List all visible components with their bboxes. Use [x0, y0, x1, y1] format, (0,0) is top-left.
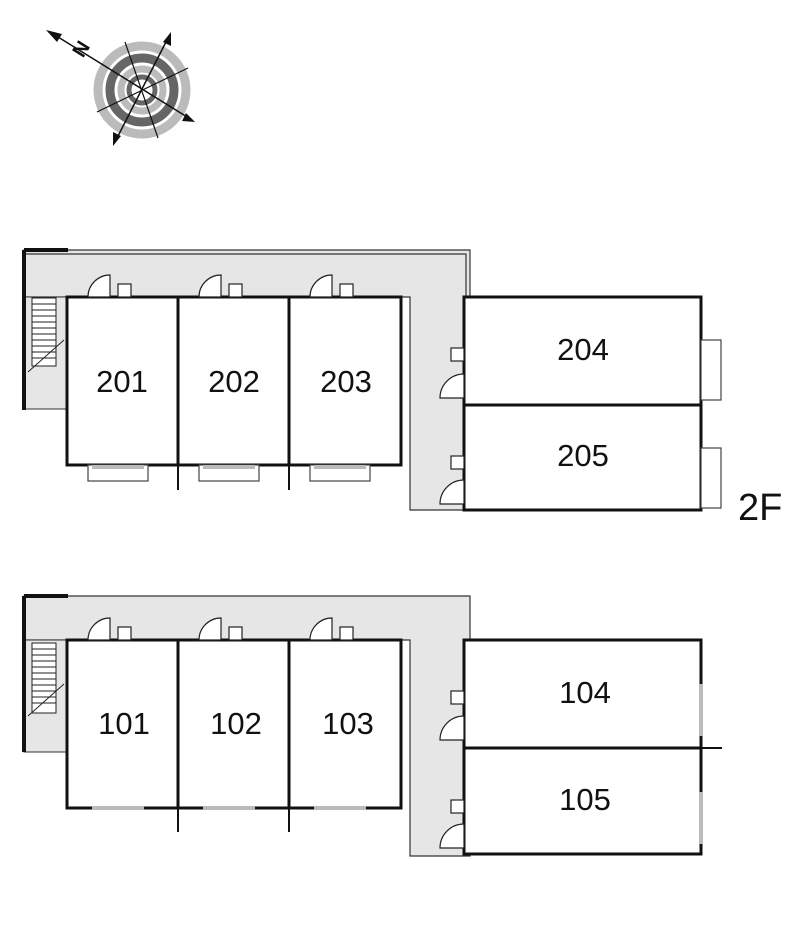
- room-201: [65, 295, 180, 467]
- room-label-203: 203: [320, 364, 372, 399]
- door-101: [87, 617, 132, 641]
- room-label-101: 101: [98, 706, 150, 741]
- room-102: [176, 638, 291, 810]
- room-204: [462, 295, 703, 407]
- room-label-102: 102: [210, 706, 262, 741]
- room-label-205: 205: [557, 438, 609, 473]
- balcony-205: [700, 447, 722, 509]
- room-103: [287, 638, 403, 810]
- door-201: [87, 274, 132, 298]
- door-202: [198, 274, 243, 298]
- room-label-104: 104: [559, 675, 611, 710]
- balcony-204: [700, 339, 722, 401]
- door-204: [439, 347, 465, 399]
- staircase-2f: [27, 297, 65, 373]
- room-label-103: 103: [322, 706, 374, 741]
- room-label-204: 204: [557, 332, 609, 367]
- staircase-1f: [27, 642, 65, 717]
- room-205: [462, 403, 703, 512]
- door-102: [198, 617, 243, 641]
- door-105: [439, 799, 465, 849]
- room-label-201: 201: [96, 364, 148, 399]
- floor-2f: 201 202 203 204 205 2F: [22, 248, 782, 529]
- door-103: [309, 617, 354, 641]
- door-205: [439, 455, 465, 505]
- floor-1f: 101 102 103 104 105: [22, 594, 722, 857]
- room-104: [462, 638, 703, 750]
- door-203: [309, 274, 354, 298]
- room-105: [462, 746, 703, 856]
- floor-label-2f: 2F: [738, 487, 782, 529]
- room-label-105: 105: [559, 782, 611, 817]
- door-104: [439, 690, 465, 741]
- room-101: [65, 638, 180, 810]
- room-label-202: 202: [208, 364, 260, 399]
- room-203: [287, 295, 403, 467]
- compass-rose-icon: N: [46, 30, 195, 146]
